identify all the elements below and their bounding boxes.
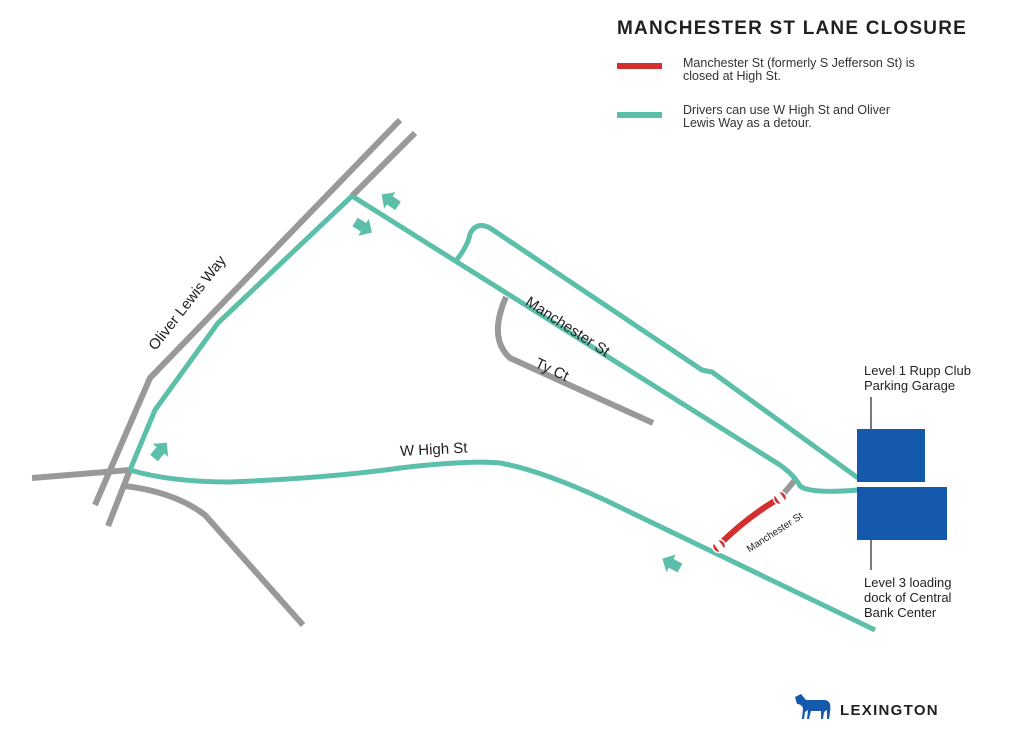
- detour-manchester-st: [350, 193, 859, 494]
- detour-manchester-north: [453, 223, 860, 481]
- road-closed-icon: [711, 538, 727, 554]
- arrow-icon: [352, 217, 372, 236]
- detour-w-high-st: [129, 459, 877, 633]
- road-southwest-curve: [124, 483, 306, 627]
- arrow-icon: [662, 554, 683, 573]
- arrow-icon: [150, 442, 169, 462]
- detour-oliver-lewis: [127, 194, 354, 471]
- road-west-stub: [31, 467, 131, 481]
- legend-text-detour: Drivers can use W High St and Oliver Lew…: [683, 103, 891, 130]
- label-w-high-st: W High St: [399, 439, 468, 460]
- building-central-bank-center: [857, 487, 947, 540]
- logo-text: LEXINGTON: [840, 702, 939, 719]
- arrow-icon: [381, 192, 401, 211]
- road-closed-icon: [772, 490, 788, 506]
- road-oliver-lewis-east: [105, 130, 418, 528]
- map-title: MANCHESTER ST LANE CLOSURE: [617, 18, 967, 39]
- legend-swatch-closed: [617, 63, 662, 69]
- legend-text-closed: Manchester St (formerly S Jefferson St) …: [683, 56, 915, 83]
- road-ty-ct: [494, 295, 655, 426]
- note-parking-garage: Level 1 Rupp Club Parking Garage: [864, 363, 971, 393]
- note-loading-dock: Level 3 loading dock of Central Bank Cen…: [864, 575, 952, 620]
- legend-swatch-detour: [617, 112, 662, 118]
- building-parking-garage: [857, 429, 925, 482]
- road-oliver-lewis-west: [92, 117, 403, 507]
- horse-icon: [795, 694, 831, 719]
